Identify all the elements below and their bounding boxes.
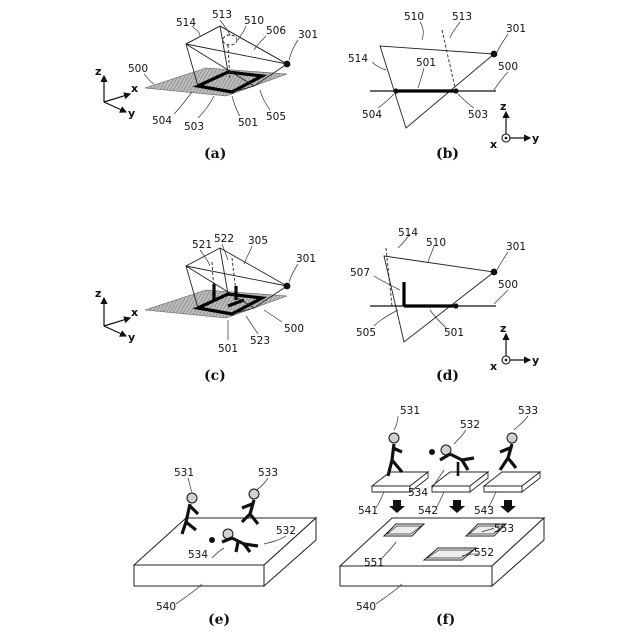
label-540: 540 — [156, 601, 176, 613]
label-531: 531 — [400, 405, 420, 417]
panel-c: z x y 521 522 305 301 500 501 — [95, 233, 316, 384]
down-arrows — [389, 500, 516, 513]
label-513: 513 — [452, 11, 472, 23]
axes-b: z y x — [490, 100, 539, 151]
camera-point-301 — [284, 283, 291, 290]
label-522: 522 — [214, 233, 234, 245]
caption-e: (e) — [208, 612, 230, 628]
label-507: 507 — [350, 267, 370, 279]
caption-b: (b) — [436, 146, 459, 162]
label-301: 301 — [506, 241, 526, 253]
caption-d: (d) — [436, 368, 459, 384]
label-551: 551 — [364, 557, 384, 569]
label-501: 501 — [444, 327, 464, 339]
label-301: 301 — [298, 29, 318, 41]
label-501: 501 — [218, 343, 238, 355]
endpoint-503 — [453, 88, 458, 93]
panel-b: 510 513 301 514 501 500 504 503 z y x (b… — [348, 11, 539, 162]
axis-x-label: x — [131, 306, 138, 319]
label-510: 510 — [426, 237, 446, 249]
dashed-plane-513 — [442, 30, 456, 92]
label-533: 533 — [258, 467, 278, 479]
label-513: 513 — [212, 9, 232, 21]
endpoint-504 — [393, 88, 398, 93]
panel-a: z x y 514 513 — [95, 9, 318, 162]
axes-c: z x y — [95, 287, 138, 344]
axis-x-label: x — [490, 138, 497, 151]
person-531 — [388, 433, 402, 476]
label-501: 501 — [238, 117, 258, 129]
label-504: 504 — [152, 115, 172, 127]
label-553: 553 — [494, 523, 514, 535]
axis-y-label: y — [532, 132, 539, 145]
label-533: 533 — [518, 405, 538, 417]
panel-f: 531 532 533 534 541 542 543 553 551 552 … — [340, 405, 544, 628]
plate-543 — [484, 472, 540, 492]
caption-f: (f) — [436, 612, 455, 628]
person-532 — [430, 445, 475, 476]
view-triangle-510 — [384, 256, 494, 342]
axis-x-label: x — [131, 82, 138, 95]
label-534: 534 — [188, 549, 208, 561]
label-552: 552 — [474, 547, 494, 559]
label-542: 542 — [418, 505, 438, 517]
label-521: 521 — [192, 239, 212, 251]
axis-x-label: x — [490, 360, 497, 373]
ground-plane-500 — [145, 290, 287, 318]
panel-e: 531 533 532 534 540 (e) — [134, 467, 316, 628]
label-543: 543 — [474, 505, 494, 517]
caption-c: (c) — [204, 368, 226, 384]
label-506: 506 — [266, 25, 286, 37]
camera-point-301 — [491, 51, 498, 58]
label-505: 505 — [266, 111, 286, 123]
label-514: 514 — [348, 53, 368, 65]
label-503: 503 — [468, 109, 488, 121]
label-541: 541 — [358, 505, 378, 517]
label-534: 534 — [408, 487, 428, 499]
axis-y-label: y — [128, 107, 135, 120]
panel-d: 514 510 301 507 500 505 501 z y x (d) — [350, 227, 539, 384]
label-540: 540 — [356, 601, 376, 613]
axis-z-label: z — [500, 322, 506, 335]
label-500: 500 — [284, 323, 304, 335]
label-500: 500 — [498, 61, 518, 73]
person-533 — [500, 433, 517, 470]
axis-z-label: z — [500, 100, 506, 113]
axis-y-label: y — [532, 354, 539, 367]
label-532: 532 — [276, 525, 296, 537]
label-504: 504 — [362, 109, 382, 121]
endpoint — [453, 303, 458, 308]
label-500: 500 — [128, 63, 148, 75]
label-501: 501 — [416, 57, 436, 69]
label-503: 503 — [184, 121, 204, 133]
label-301: 301 — [296, 253, 316, 265]
camera-point-301 — [284, 61, 291, 68]
label-514: 514 — [176, 17, 196, 29]
label-531: 531 — [174, 467, 194, 479]
label-301: 301 — [506, 23, 526, 35]
label-514: 514 — [398, 227, 418, 239]
label-500: 500 — [498, 279, 518, 291]
axis-z-label: z — [95, 287, 101, 300]
ground-plane-500 — [145, 68, 287, 96]
axis-y-label: y — [128, 331, 135, 344]
label-505: 505 — [356, 327, 376, 339]
camera-point-301 — [491, 269, 498, 276]
label-305: 305 — [248, 235, 268, 247]
axes-d: z y x — [490, 322, 539, 373]
label-532: 532 — [460, 419, 480, 431]
axis-z-label: z — [95, 65, 101, 78]
label-510: 510 — [404, 11, 424, 23]
label-510: 510 — [244, 15, 264, 27]
label-523: 523 — [250, 335, 270, 347]
caption-a: (a) — [204, 146, 226, 162]
